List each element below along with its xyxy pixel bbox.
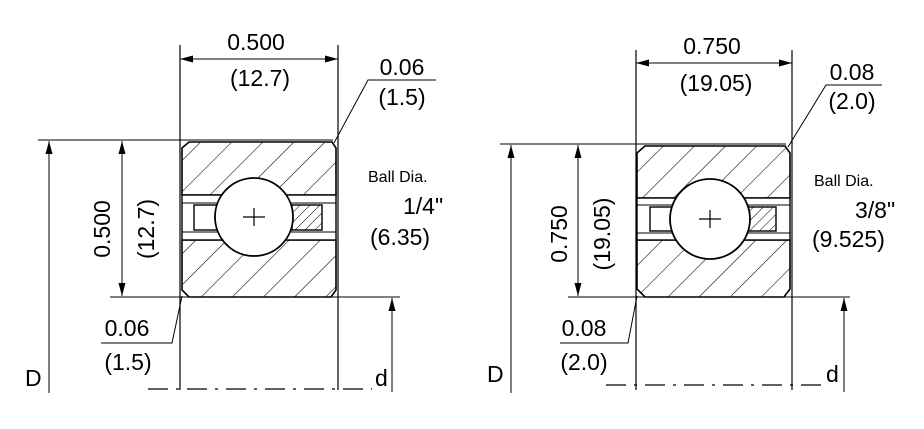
chamfer-top-inch-label: 0.08 [830,59,875,85]
chamfer-top-mm-label: (2.0) [828,88,875,114]
inner-dia-label: d [375,365,388,391]
bearing-diagram-small: 0.500 (12.7) 0.06 (1.5) Ball Dia. 1/4" (… [25,29,443,393]
chamfer-bottom-leader [560,295,638,344]
ball-dia-label: Ball Dia. [368,169,428,186]
height-mm-label: (12.7) [133,199,159,259]
width-inch-label: 0.750 [683,33,741,59]
cage-right [747,206,777,232]
outer-dia-label: D [487,361,504,387]
height-arrow-bottom [118,283,126,296]
width-arrow-right [779,59,792,67]
chamfer-bottom-inch-label: 0.06 [105,315,150,341]
chamfer-bottom-mm-label: (1.5) [104,349,151,375]
height-inch-label: 0.750 [546,205,572,263]
ball-dia-mm-label: (6.35) [370,224,430,250]
bearing-diagram-large: 0.750 (19.05) 0.08 (2.0) Ball Dia. 3/8" … [487,33,895,393]
width-mm-label: (12.7) [230,65,290,91]
chamfer-bottom-inch-label: 0.08 [562,315,607,341]
outer-dia-arrow [507,145,515,158]
outer-dia-label: D [25,365,42,391]
ball-dia-inch-label: 3/8" [855,197,895,223]
width-inch-label: 0.500 [227,29,285,55]
cage-left [649,206,673,232]
chamfer-top-leader [787,84,882,148]
chamfer-top-mm-label: (1.5) [378,84,425,110]
width-arrow-left [636,59,649,67]
ball-dia-mm-label: (9.525) [812,226,885,252]
chamfer-bottom-mm-label: (2.0) [560,349,607,375]
inner-dia-arrow [388,298,396,311]
height-arrow-top [118,141,126,154]
cage-right [291,204,323,231]
height-inch-label: 0.500 [89,200,115,258]
height-arrow-top [574,145,582,158]
width-arrow-right [325,55,338,63]
inner-dia-arrow [840,298,848,311]
width-arrow-left [180,55,193,63]
outer-dia-arrow [45,141,53,154]
ball-dia-label: Ball Dia. [814,173,874,190]
chamfer-top-inch-label: 0.06 [380,54,425,80]
width-mm-label: (19.05) [680,70,753,96]
height-arrow-bottom [574,283,582,296]
inner-dia-label: d [826,361,839,387]
chamfer-bottom-leader [101,295,183,344]
height-mm-label: (19.05) [589,198,615,271]
chamfer-top-leader [333,79,436,144]
ball-dia-inch-label: 1/4" [403,193,443,219]
